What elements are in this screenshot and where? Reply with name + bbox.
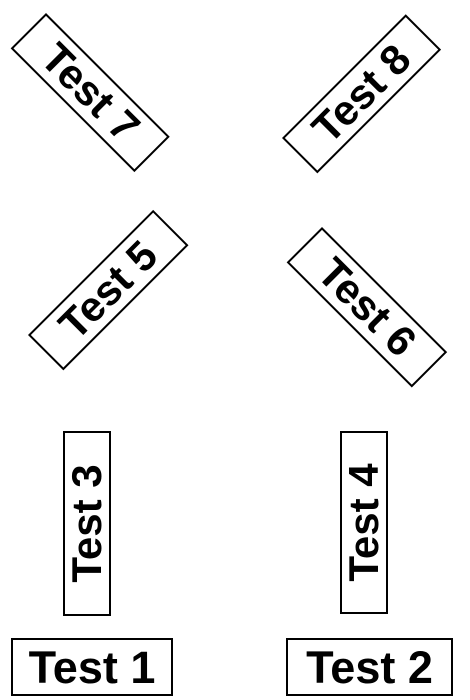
test-2-label: Test 2 [306, 641, 433, 693]
test-5-label: Test 5 [49, 231, 167, 349]
test-8-box: Test 8 [282, 14, 442, 174]
test-8-label: Test 8 [302, 35, 420, 152]
test-5-box: Test 5 [28, 209, 189, 371]
test-7-label: Test 7 [32, 33, 149, 151]
test-3-box: Test 3 [63, 431, 111, 616]
test-6-label: Test 6 [308, 248, 426, 366]
test-1-label: Test 1 [28, 641, 156, 693]
test-1-box: Test 1 [11, 638, 173, 696]
test-3-label: Test 3 [63, 464, 110, 583]
test-6-box: Test 6 [286, 227, 448, 388]
test-4-label: Test 4 [340, 463, 387, 582]
test-4-box: Test 4 [340, 431, 388, 614]
test-7-box: Test 7 [10, 13, 170, 173]
test-2-box: Test 2 [286, 638, 453, 696]
